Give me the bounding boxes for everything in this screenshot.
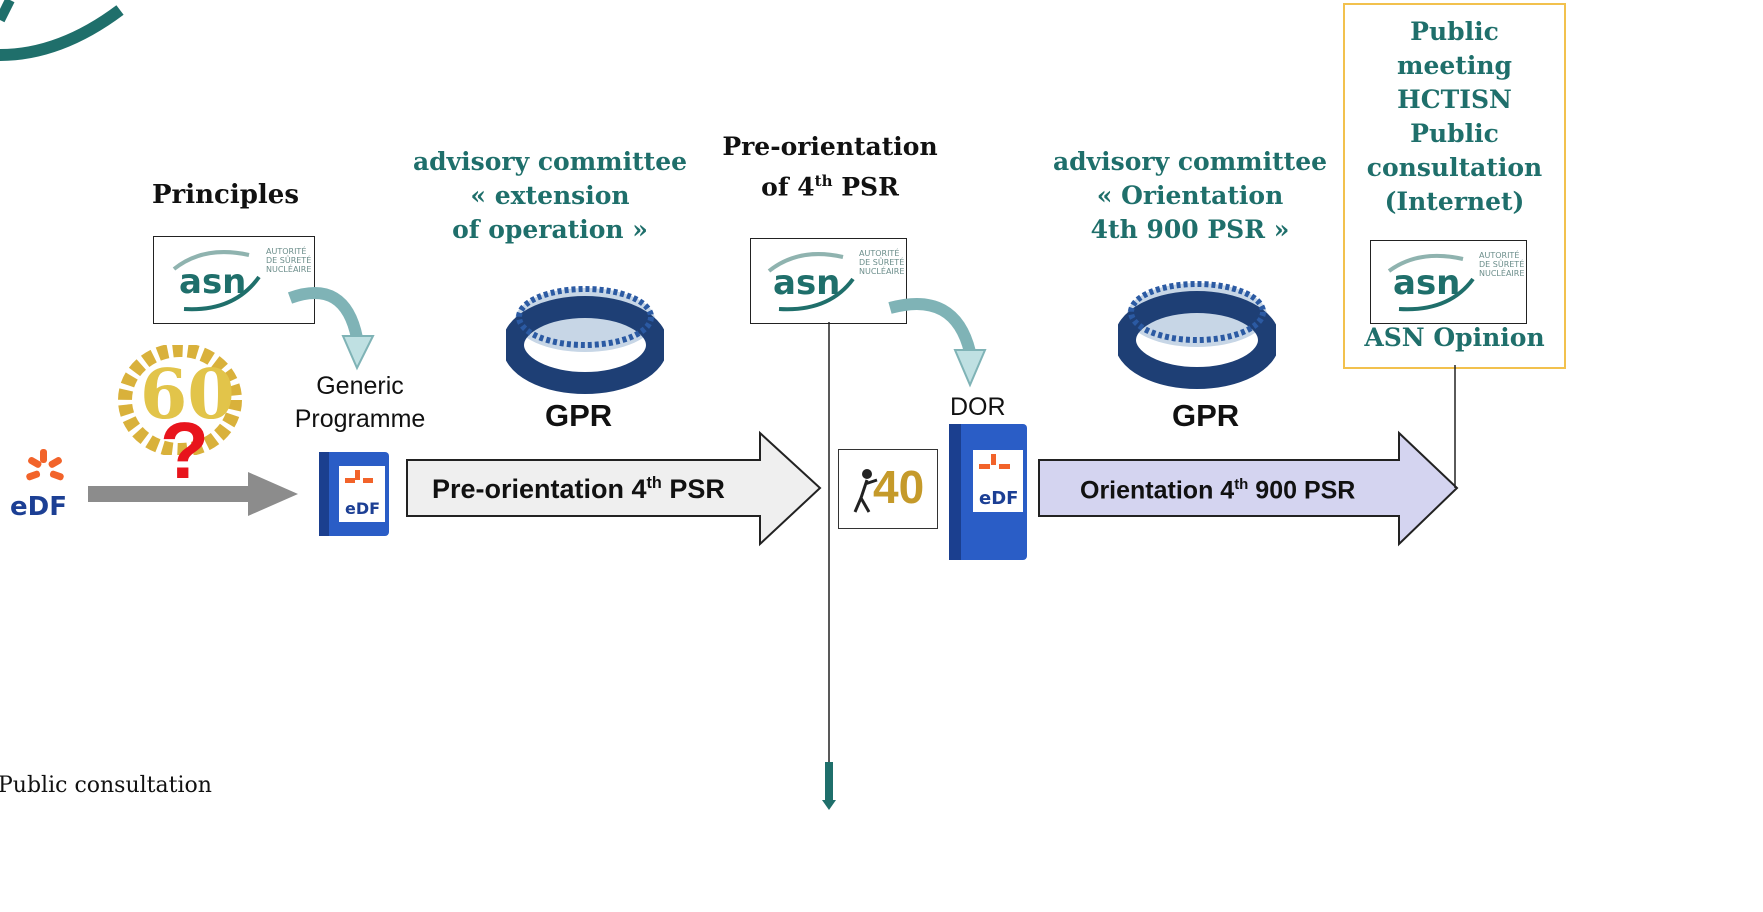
dor-label: DOR xyxy=(950,393,1006,421)
arrow-pre-orientation-label: Pre-orientation 4th PSR xyxy=(432,474,725,504)
sign-40-number: 40 xyxy=(873,461,925,513)
arrow-pre-orientation xyxy=(406,430,822,547)
asn-word: asn xyxy=(773,263,841,303)
laurel-icon xyxy=(118,343,242,457)
asn-swoosh-icon xyxy=(1387,253,1475,312)
pre-orientation-title: Pre-orientation of 4th PSR xyxy=(722,132,938,202)
opinion-connector-line xyxy=(1454,365,1456,488)
asn-word: asn xyxy=(1393,263,1461,303)
curved-arrow-principles xyxy=(287,287,375,371)
binder-icon: eDF xyxy=(949,424,1027,560)
bottom-public-consultation: Public consultation xyxy=(0,773,212,798)
meeting-circle-image-1 xyxy=(506,265,664,397)
question-mark: ? xyxy=(160,406,209,495)
corner-logo-fragment xyxy=(0,0,124,61)
edf-logo-text: eDF xyxy=(10,492,67,522)
principles-label: Principles xyxy=(152,180,299,210)
laurel-number: 60 xyxy=(140,355,235,435)
meeting-circle-image-2 xyxy=(1118,260,1276,392)
curved-arrow-dor xyxy=(888,298,987,388)
public-consultation-box: Public meeting HCTISN Public consultatio… xyxy=(1343,3,1566,369)
edf-logo: eDF xyxy=(10,445,80,525)
vertical-timeline-line xyxy=(822,322,836,810)
road-sign-40: 40 xyxy=(838,449,938,529)
figure-pushing-icon xyxy=(853,469,878,513)
gpr-label-2: GPR xyxy=(1172,398,1240,433)
svg-text:eDF: eDF xyxy=(345,499,380,518)
arrow-orientation-label: Orientation 4th 900 PSR xyxy=(1080,476,1356,505)
gpr-label-1: GPR xyxy=(545,398,613,433)
advisory-committee-orientation: advisory committee « Orientation 4th 900… xyxy=(1052,147,1328,244)
asn-swoosh-icon xyxy=(172,250,261,312)
grey-arrow xyxy=(88,472,298,516)
public-box-text: Public meeting HCTISN Public consultatio… xyxy=(1366,17,1543,216)
generic-programme-label: Generic Programme xyxy=(294,372,426,433)
edf-binder-generic: eDF xyxy=(315,450,393,538)
arrow-orientation xyxy=(1038,430,1459,547)
laurel-60-badge: 60 xyxy=(118,343,243,457)
edf-flame-icon xyxy=(26,449,64,481)
binder-icon: eDF xyxy=(319,452,389,536)
advisory-committee-extension: advisory committee « extension of operat… xyxy=(412,147,688,244)
edf-binder-dor: eDF xyxy=(945,422,1031,562)
svg-text:eDF: eDF xyxy=(979,488,1018,509)
asn-word: asn xyxy=(179,262,247,302)
asn-opinion-label: ASN Opinion xyxy=(1364,323,1545,352)
asn-swoosh-icon xyxy=(767,252,855,312)
